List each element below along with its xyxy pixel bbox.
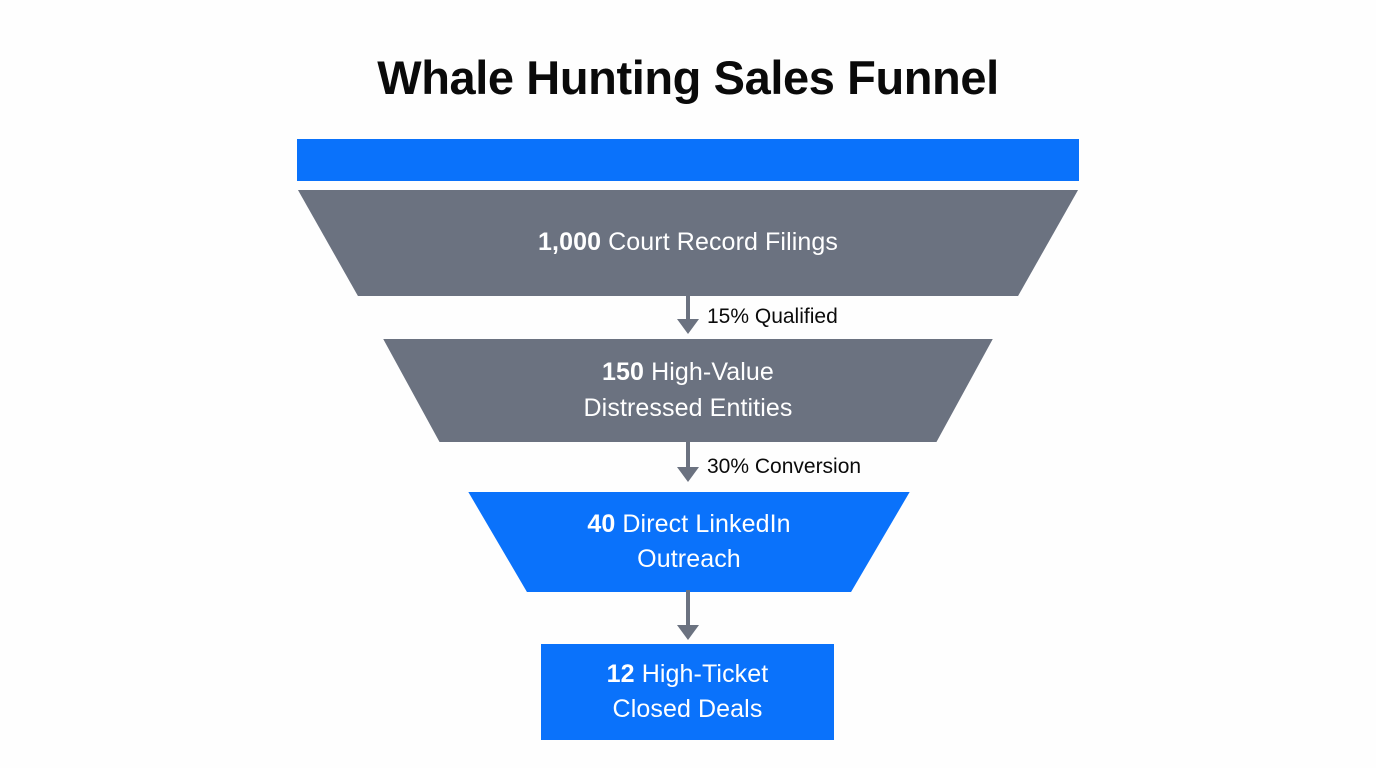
funnel-stage-3-label-line2: Outreach <box>637 545 741 573</box>
arrow-down-icon-1 <box>677 319 699 334</box>
connector-line-1 <box>686 292 690 324</box>
funnel-stage-1-value: 1,000 <box>538 228 602 257</box>
funnel-stage-3-label: Direct LinkedIn <box>615 509 791 538</box>
funnel-stage-1-text: 1,000 Court Record Filings <box>520 225 856 261</box>
funnel-stage-1-label: Court Record Filings <box>601 228 838 257</box>
funnel-stage-4-text: 12 High-Ticket Closed Deals <box>589 657 787 728</box>
arrow-down-icon-2 <box>677 467 699 482</box>
funnel-stage-high-ticket-closed-deals[interactable]: 12 High-Ticket Closed Deals <box>541 644 834 740</box>
funnel-stage-2-label: High-Value <box>644 358 774 386</box>
connector-line-2 <box>686 440 690 472</box>
funnel-stage-4-value: 12 <box>606 659 635 688</box>
connector-label-qualified: 15% Qualified <box>707 305 838 328</box>
funnel-cap-bar <box>297 139 1079 181</box>
funnel-stage-2-value: 150 <box>602 358 645 386</box>
funnel-stage-2-label-line2: Distressed Entities <box>583 393 793 422</box>
funnel-stage-4-label-line2: Closed Deals <box>612 695 763 723</box>
page-title: Whale Hunting Sales Funnel <box>377 51 999 104</box>
funnel-stage-3-value: 40 <box>587 509 616 538</box>
arrow-down-icon-3 <box>677 625 699 640</box>
funnel-stage-direct-linkedin-outreach[interactable]: 40 Direct LinkedIn Outreach <box>468 492 910 592</box>
funnel-stage-3-text: 40 Direct LinkedIn Outreach <box>569 507 808 578</box>
funnel-stage-high-value-distressed-entities[interactable]: 150 High-Value Distressed Entities <box>383 339 993 442</box>
connector-line-3 <box>686 590 690 630</box>
connector-label-conversion: 30% Conversion <box>707 455 862 478</box>
funnel-stage-court-record-filings[interactable]: 1,000 Court Record Filings <box>297 190 1079 296</box>
funnel-stage-4-label: High-Ticket <box>634 659 769 688</box>
funnel-stage-2-text: 150 High-Value Distressed Entities <box>566 355 811 426</box>
